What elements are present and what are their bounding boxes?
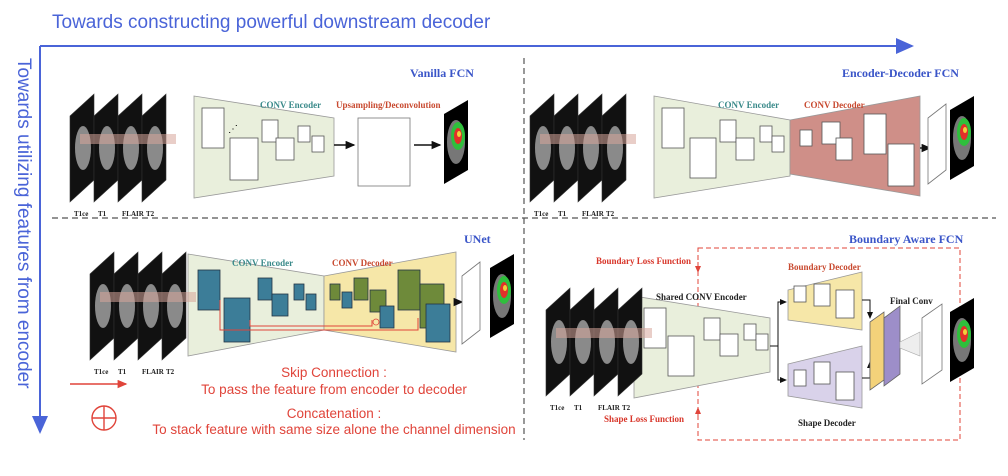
boundary-loss-label: Boundary Loss Function bbox=[596, 256, 692, 266]
final-conv-funnel bbox=[899, 331, 921, 357]
legend-concat-description: To stack feature with same size alone th… bbox=[152, 422, 516, 437]
unet-skip-connection bbox=[249, 320, 373, 327]
brain-scan bbox=[575, 320, 591, 364]
vertical-axis-title: Towards utilizing features from encoder bbox=[13, 58, 34, 389]
unet-blocks bbox=[197, 269, 451, 343]
unet-encoder-label: CONV Encoder bbox=[232, 258, 294, 268]
brain-scan bbox=[123, 126, 139, 170]
encdec-segmentation-output bbox=[950, 96, 974, 180]
brain-scan bbox=[95, 284, 111, 328]
unet-title: UNet bbox=[464, 232, 491, 246]
vanilla-upsample-block bbox=[357, 117, 411, 187]
legend-concat-title: Concatenation : bbox=[286, 406, 382, 421]
brain-scan bbox=[75, 126, 91, 170]
boundary-aware-title: Boundary Aware FCN bbox=[849, 232, 964, 246]
modality-label: T1ce bbox=[94, 368, 108, 376]
modality-label: T1 bbox=[98, 210, 107, 218]
shape-loss-label: Shape Loss Function bbox=[604, 414, 685, 424]
vanilla-fcn-panel: ⋰ bbox=[193, 95, 442, 199]
brain-scan bbox=[583, 126, 599, 170]
brain-scan bbox=[167, 284, 183, 328]
legend-skip-title: Skip Connection : bbox=[281, 365, 387, 380]
crop-band bbox=[556, 328, 652, 338]
modality-label: T2 bbox=[606, 210, 615, 218]
modality-label: FLAIR bbox=[598, 404, 621, 412]
modality-label: FLAIR bbox=[122, 210, 145, 218]
encdec-output-slice bbox=[927, 103, 947, 185]
brain-scan bbox=[559, 126, 575, 170]
modality-label: T1 bbox=[118, 368, 127, 376]
unet-panel bbox=[187, 251, 481, 357]
vanilla-encoder-trapezoid bbox=[193, 95, 335, 199]
modality-label: T1ce bbox=[74, 210, 88, 218]
crop-band bbox=[100, 292, 196, 302]
brain-scan bbox=[599, 320, 615, 364]
modality-label: T2 bbox=[622, 404, 631, 412]
unet-segmentation-output bbox=[490, 254, 514, 338]
brain-scan bbox=[623, 320, 639, 364]
modality-label: FLAIR bbox=[142, 368, 165, 376]
vanilla-upsampling-label: Upsampling/Deconvolution bbox=[336, 100, 441, 110]
svg-text:⋰: ⋰ bbox=[228, 124, 238, 135]
brain-scan bbox=[119, 284, 135, 328]
shared-encoder-label: Shared CONV Encoder bbox=[656, 292, 747, 302]
modality-label: T1ce bbox=[534, 210, 548, 218]
modality-label: FLAIR bbox=[582, 210, 605, 218]
brain-scan bbox=[607, 126, 623, 170]
horizontal-axis-title: Towards constructing powerful downstream… bbox=[52, 12, 491, 33]
modality-label: T2 bbox=[146, 210, 155, 218]
boundary-output-slice bbox=[921, 303, 943, 385]
modality-label: T1ce bbox=[550, 404, 564, 412]
encdec-decoder-trapezoid bbox=[789, 95, 921, 197]
brain-scan bbox=[147, 126, 163, 170]
vanilla-fcn-title: Vanilla FCN bbox=[410, 66, 474, 80]
encdec-fcn-panel bbox=[653, 95, 947, 199]
encdec-fcn-title: Encoder-Decoder FCN bbox=[842, 66, 959, 80]
encdec-blocks bbox=[661, 107, 915, 187]
modality-label: T1 bbox=[558, 210, 567, 218]
brain-scan bbox=[551, 320, 567, 364]
boundary-panel bbox=[633, 247, 961, 441]
vanilla-segmentation-output bbox=[444, 100, 468, 184]
final-conv-yellow-slice bbox=[869, 311, 885, 391]
boundary-segmentation-output bbox=[950, 298, 974, 382]
concatenation-icon bbox=[91, 405, 117, 431]
shape-decoder-label: Shape Decoder bbox=[798, 418, 856, 428]
vanilla-encoder-blocks: ⋰ bbox=[201, 107, 325, 181]
vertical-axis-title-wrap: Towards utilizing features from encoder bbox=[12, 58, 36, 418]
crop-band bbox=[540, 134, 636, 144]
unet-output-slice bbox=[461, 261, 481, 345]
modality-label: T1 bbox=[574, 404, 583, 412]
brain-scan bbox=[535, 126, 551, 170]
encdec-encoder-label: CONV Encoder bbox=[718, 100, 780, 110]
unet-decoder-label: CONV Decoder bbox=[332, 258, 393, 268]
vanilla-encoder-label: CONV Encoder bbox=[260, 100, 322, 110]
final-conv-purple-slice bbox=[883, 305, 901, 387]
modality-label: T2 bbox=[166, 368, 175, 376]
boundary-blocks bbox=[643, 283, 855, 401]
legend-skip-description: To pass the feature from encoder to deco… bbox=[201, 382, 467, 397]
final-conv-label: Final Conv bbox=[890, 296, 933, 306]
boundary-decoder-label: Boundary Decoder bbox=[788, 262, 861, 272]
brain-scan bbox=[99, 126, 115, 170]
brain-scan bbox=[143, 284, 159, 328]
encdec-encoder-trapezoid bbox=[653, 95, 791, 199]
encdec-decoder-label: CONV Decoder bbox=[804, 100, 865, 110]
crop-band bbox=[80, 134, 176, 144]
